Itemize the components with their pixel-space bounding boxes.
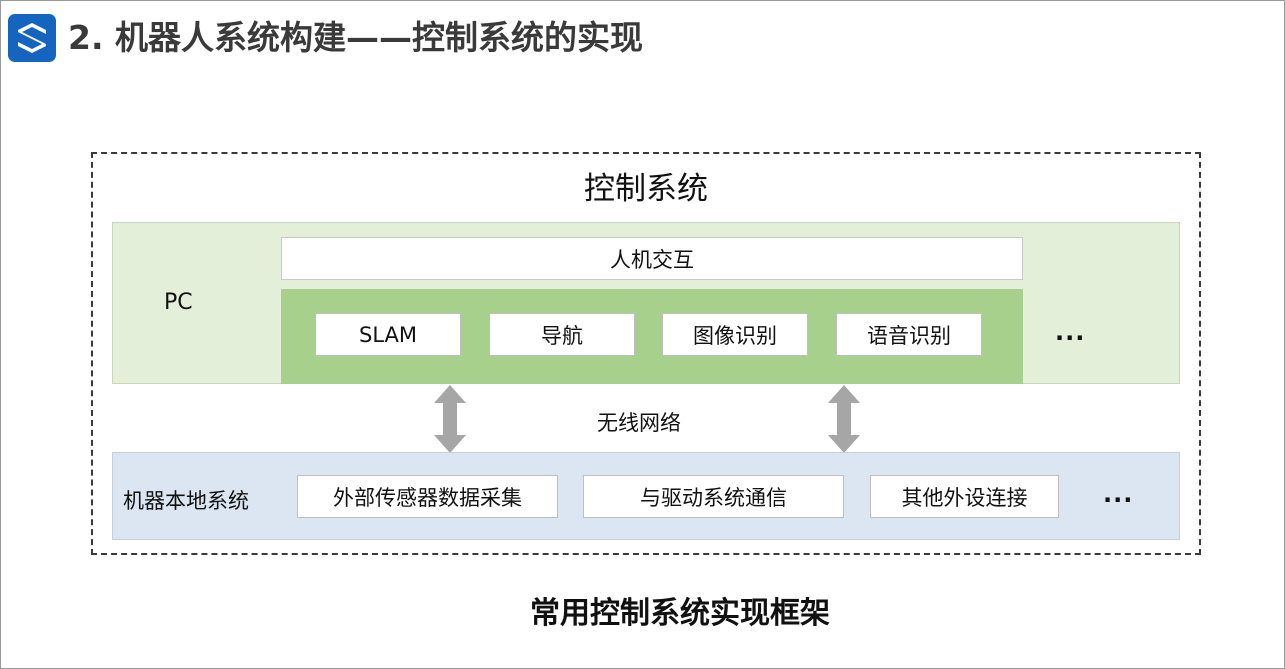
- module-slam: SLAM: [315, 313, 461, 356]
- pc-more-ellipsis: ...: [1055, 318, 1086, 346]
- module-sensor-data-acquisition: 外部传感器数据采集: [297, 475, 558, 518]
- module-speech-recognition: 语音识别: [836, 313, 982, 356]
- diagram-caption: 常用控制系统实现框架: [530, 596, 830, 631]
- wireless-network-label: 无线网络: [597, 411, 681, 435]
- machine-local-system-label: 机器本地系统: [123, 489, 249, 513]
- module-image-recognition: 图像识别: [662, 313, 808, 356]
- module-drive-communication: 与驱动系统通信: [583, 475, 844, 518]
- system-title: 控制系统: [584, 171, 708, 207]
- machine-more-ellipsis: ...: [1103, 480, 1134, 508]
- bidirectional-arrow-left: [434, 385, 466, 453]
- page-title: 2. 机器人系统构建——控制系统的实现: [68, 18, 643, 57]
- module-navigation: 导航: [489, 313, 635, 356]
- module-peripheral-connection: 其他外设连接: [870, 475, 1059, 518]
- bidirectional-arrow-right: [828, 385, 860, 453]
- control-system-container: [91, 152, 1201, 555]
- hci-box: 人机交互: [281, 237, 1023, 280]
- s-logo-icon: [8, 14, 56, 62]
- pc-label: PC: [164, 290, 193, 315]
